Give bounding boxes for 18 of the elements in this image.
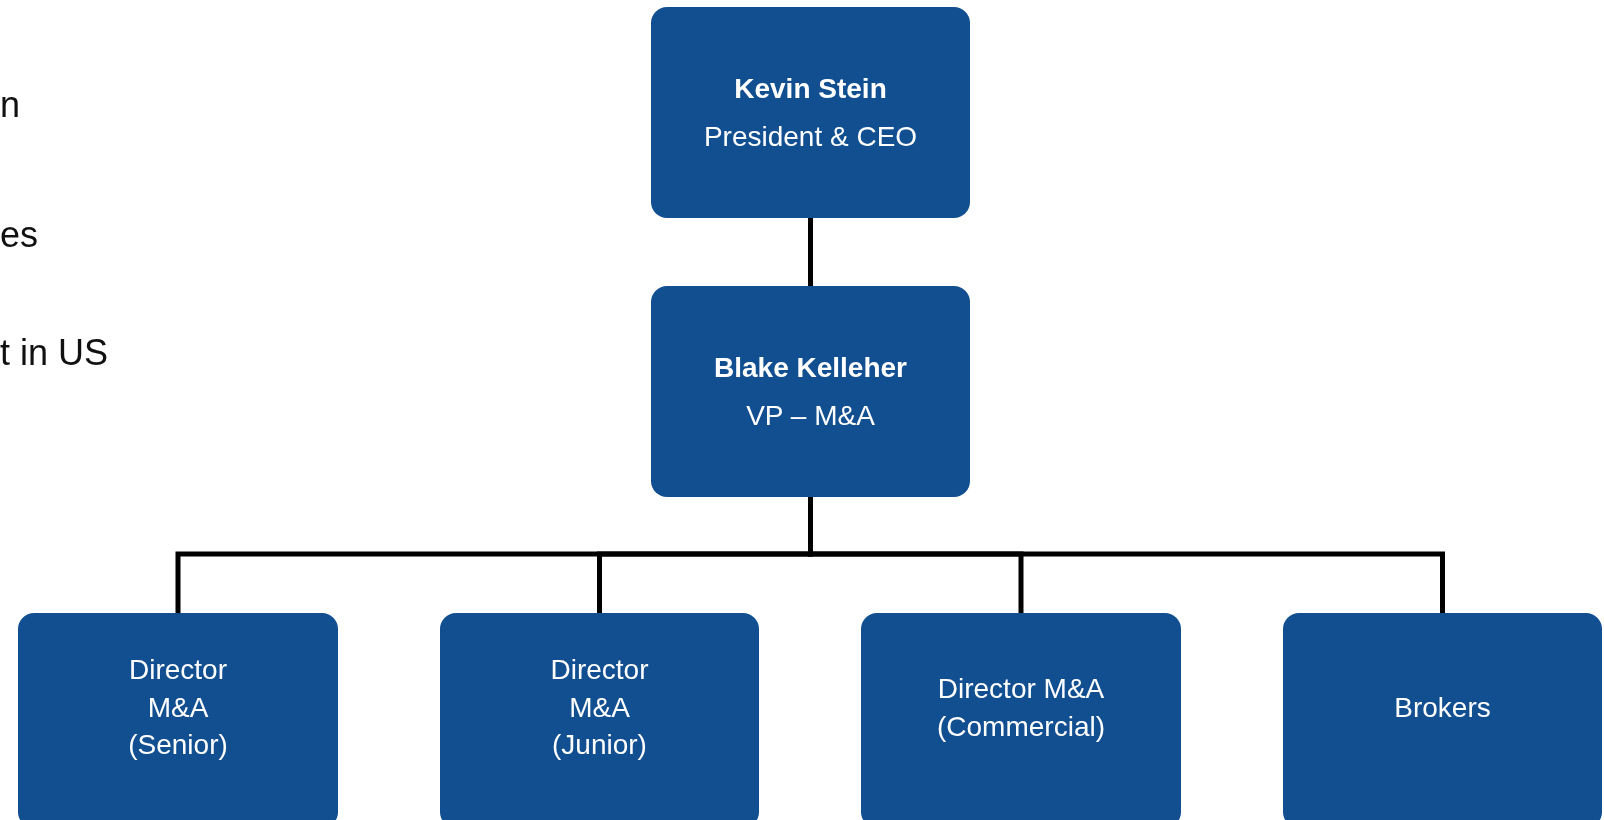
org-chart-box (18, 613, 338, 820)
role-title: Director M&A (Commercial) (937, 671, 1105, 744)
role-title: VP – M&A (746, 398, 875, 433)
org-chart-box (1283, 613, 1602, 820)
org-chart-box (440, 613, 759, 820)
person-name: Blake Kelleher (714, 350, 907, 385)
role-title: Brokers (1394, 690, 1491, 725)
role-title: Director M&A (Junior) (550, 652, 649, 763)
org-chart-box (651, 7, 970, 218)
cut-off-text: t in US (0, 332, 109, 374)
role-title: President & CEO (703, 119, 918, 154)
cut-off-text: n (0, 84, 21, 126)
connector-line (808, 218, 813, 286)
org-chart-box (651, 286, 970, 497)
role-title: Director M&A (Senior) (128, 652, 228, 763)
cut-off-text: es (0, 214, 39, 256)
person-name: Kevin Stein (734, 71, 887, 106)
org-chart-box (861, 613, 1181, 820)
